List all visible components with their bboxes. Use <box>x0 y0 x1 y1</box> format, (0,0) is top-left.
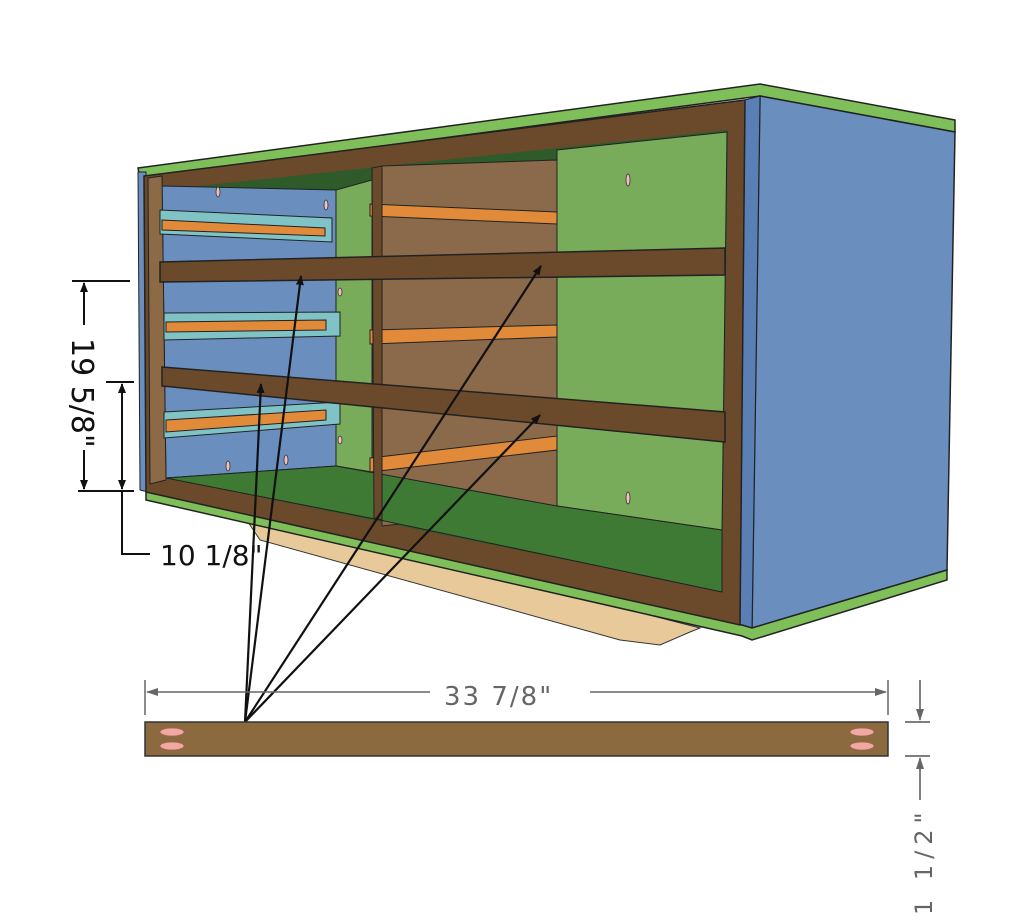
right-side-panel <box>751 95 956 630</box>
leader-arrows <box>243 265 542 723</box>
rail-width-dimension <box>905 680 930 800</box>
drawer-rail-board <box>144 721 889 757</box>
center-divider <box>371 165 383 521</box>
height-dimension-lines <box>72 280 150 555</box>
right-back-panel <box>556 131 728 531</box>
rail-length-dimension <box>144 680 889 715</box>
bottom-edge-banding <box>145 489 948 641</box>
rail-width-label: 1 1/2" <box>910 806 938 915</box>
drawer-rail-top <box>159 247 726 283</box>
left-inner-green <box>335 179 373 473</box>
pocket-holes <box>215 173 631 505</box>
dowel-holes <box>159 727 875 751</box>
rail-length-label: 33 7/8" <box>444 682 553 712</box>
height-lower-label: 10 1/8" <box>160 539 262 572</box>
center-drawer-slides <box>369 203 558 473</box>
left-frame-side <box>147 175 167 485</box>
height-total-label: 19 5/8" <box>64 338 99 448</box>
drawer-rail-bottom <box>161 366 726 443</box>
